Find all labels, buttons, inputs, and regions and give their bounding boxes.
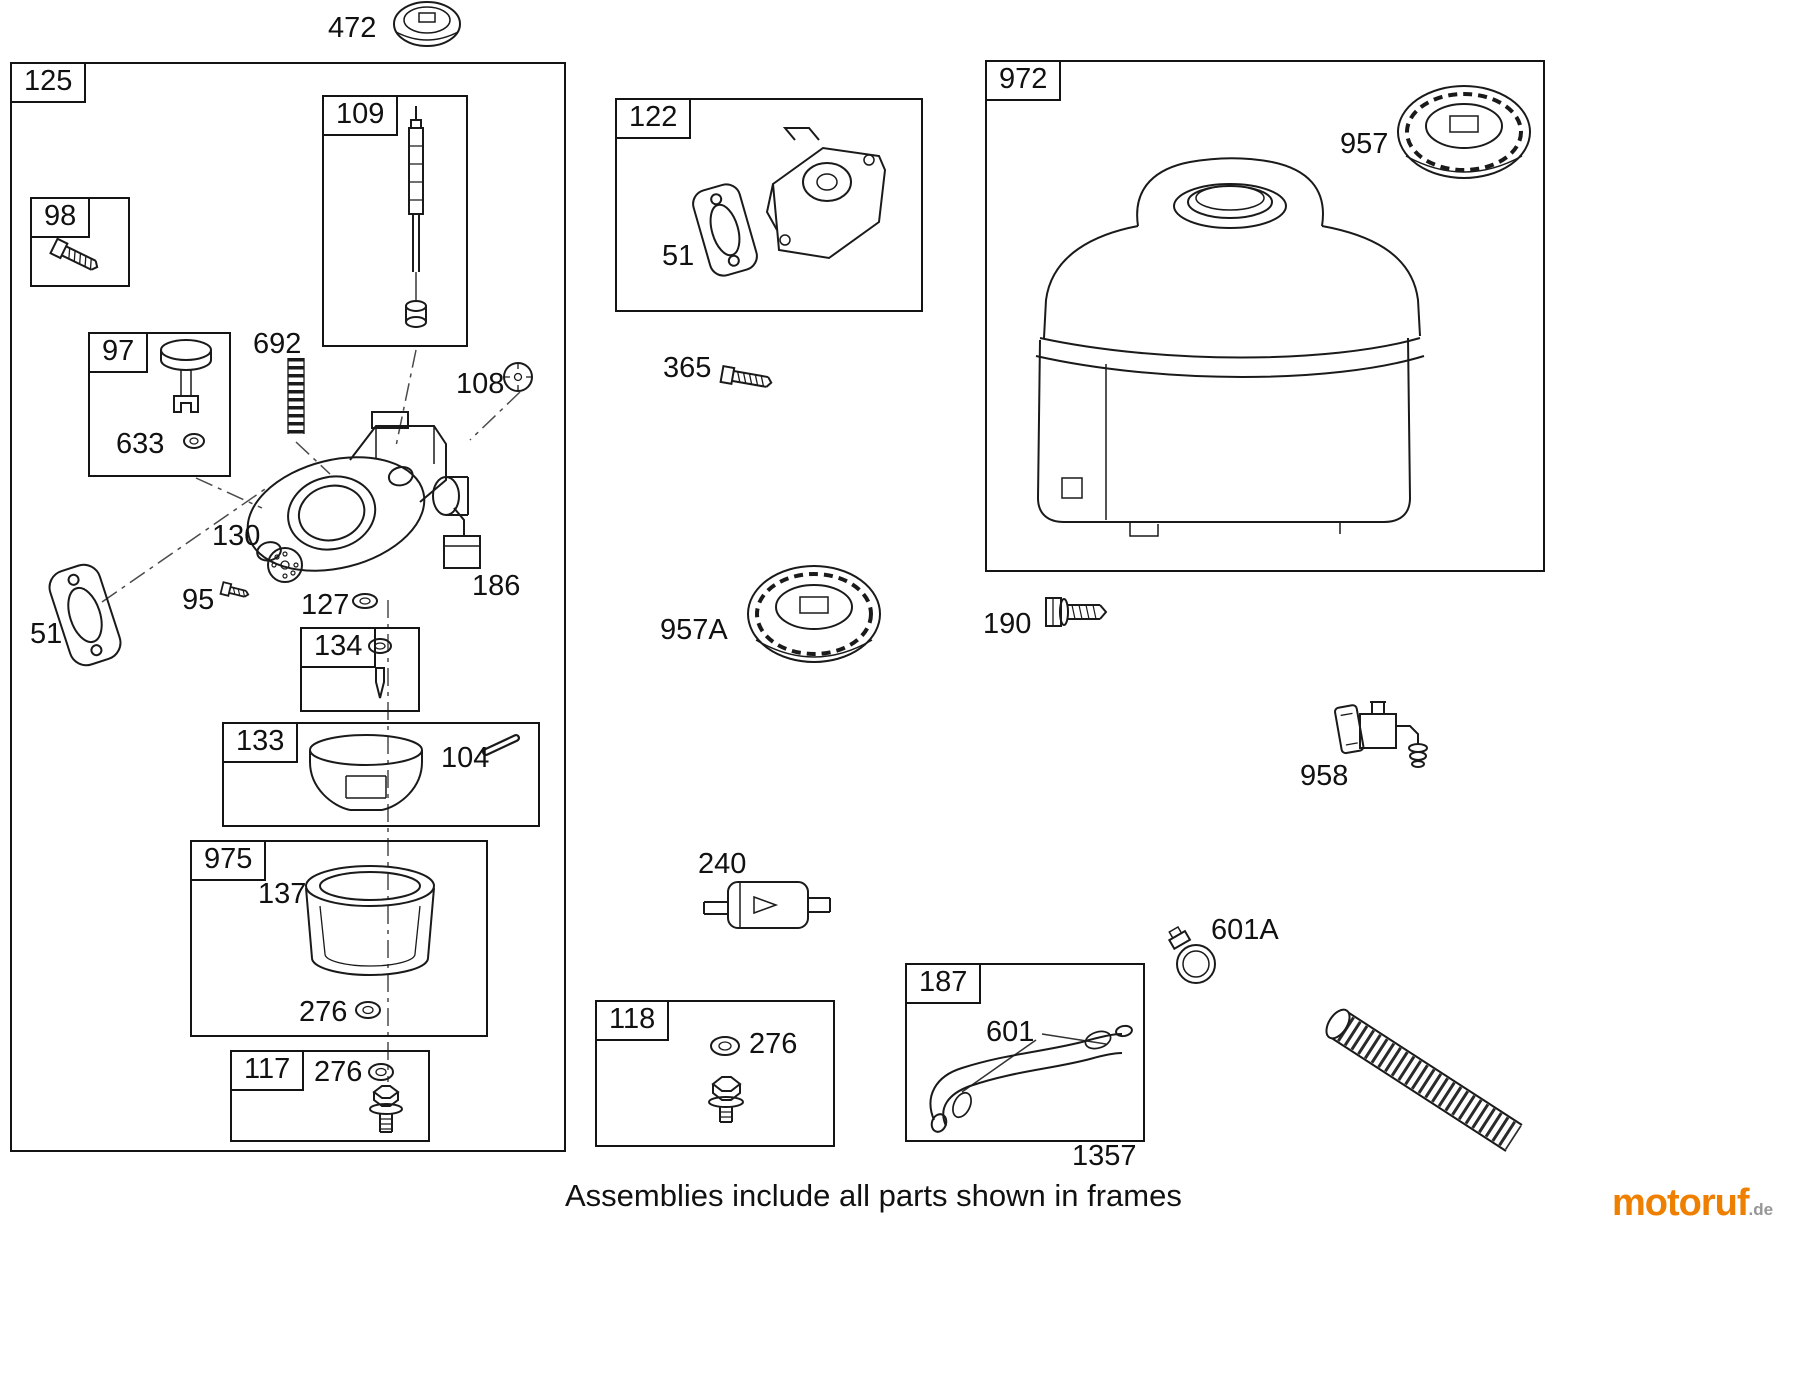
seal-633-drawing xyxy=(183,433,205,449)
part-number-958: 958 xyxy=(1300,760,1349,792)
frame-975: 975 xyxy=(190,840,488,1037)
fuel-valve-958-drawing xyxy=(1333,701,1428,768)
washer-276-bowl-drawing xyxy=(355,1001,381,1019)
frame-117-label: 117 xyxy=(230,1050,305,1092)
part-number-601A: 601A xyxy=(1211,914,1279,946)
pin-104-drawing xyxy=(482,734,520,756)
motoruf-logo: motoruf.de xyxy=(1612,1182,1773,1225)
frame-117: 117 xyxy=(230,1050,430,1142)
frame-975-label: 975 xyxy=(190,840,267,882)
seal-127-drawing xyxy=(352,593,378,609)
part-number-186: 186 xyxy=(472,570,521,602)
part-number-127: 127 xyxy=(301,589,350,621)
plug-bolt-118-drawing xyxy=(708,1076,744,1123)
part-number-190: 190 xyxy=(983,608,1032,640)
fuel-filter-240-drawing xyxy=(703,881,831,929)
float-133-drawing xyxy=(309,734,423,811)
disc-108-drawing xyxy=(503,362,533,392)
washer-276-screw-drawing xyxy=(368,1063,394,1081)
frame-118: 118 xyxy=(595,1000,835,1147)
part-number-130: 130 xyxy=(212,520,261,552)
frame-122-label: 122 xyxy=(615,98,692,140)
frame-109: 109 xyxy=(322,95,468,347)
carburetor-body-drawing xyxy=(246,411,481,572)
hose-clamp-601A-drawing xyxy=(1167,926,1216,984)
part-number-137: 137 xyxy=(258,878,307,910)
motoruf-logo-name: motoruf xyxy=(1612,1182,1750,1224)
part-number-51-carb: 51 xyxy=(30,618,63,650)
gasket-51-carb-drawing xyxy=(48,563,122,667)
frame-187-label: 187 xyxy=(905,963,982,1005)
frame-125-carburetor-assembly: 125 xyxy=(10,62,566,1152)
part-number-276-washer: 276 xyxy=(749,1028,798,1060)
bowl-bolt-117-drawing xyxy=(369,1085,403,1133)
screw-95-drawing xyxy=(219,581,250,598)
frame-972-fuel-tank: 972 xyxy=(985,60,1545,572)
needle-valve-134-drawing xyxy=(368,638,392,699)
part-number-240: 240 xyxy=(698,848,747,880)
disc-130-drawing xyxy=(267,547,303,583)
frame-187-fuel-hose: 187 xyxy=(905,963,1145,1142)
frame-972-label: 972 xyxy=(985,60,1062,102)
frame-122: 122 xyxy=(615,98,923,312)
frame-118-label: 118 xyxy=(595,1000,670,1042)
part-number-104: 104 xyxy=(441,742,490,774)
fuel-cap-957-drawing xyxy=(1397,85,1531,179)
frame-133: 133 xyxy=(222,722,540,827)
motoruf-logo-tld: .de xyxy=(1748,1200,1774,1219)
washer-276-118-drawing xyxy=(710,1036,740,1056)
threaded-rod-1357-drawing xyxy=(1325,1008,1523,1152)
fuel-cap-957A-drawing xyxy=(747,565,881,663)
screw-365-drawing xyxy=(719,364,773,388)
frame-98-label: 98 xyxy=(30,197,91,239)
part-number-472: 472 xyxy=(328,12,377,44)
part-number-1357: 1357 xyxy=(1072,1140,1137,1172)
frame-98: 98 xyxy=(30,197,130,287)
float-bowl-137-drawing xyxy=(305,865,435,976)
fuel-hose-601-drawing xyxy=(929,1024,1133,1133)
part-number-601: 601 xyxy=(986,1016,1035,1048)
intake-122-drawing xyxy=(692,127,887,277)
leader-lines-601 xyxy=(961,1033,1107,1093)
part-number-365: 365 xyxy=(663,352,712,384)
frame-109-label: 109 xyxy=(322,95,399,137)
frame-134-label: 134 xyxy=(300,627,377,669)
fuel-tank-972-drawing xyxy=(1035,157,1425,537)
part-number-633: 633 xyxy=(116,428,165,460)
throttle-shaft-109-drawing xyxy=(405,106,427,328)
bolt-190-drawing xyxy=(1045,597,1108,627)
frame-134: 134 xyxy=(300,627,420,712)
spring-692-drawing xyxy=(287,358,305,434)
fuel-cap-472-drawing xyxy=(393,1,461,47)
screw-98-drawing xyxy=(49,237,99,271)
part-number-276-screw: 276 xyxy=(314,1056,363,1088)
part-number-95: 95 xyxy=(182,584,215,616)
part-number-108: 108 xyxy=(456,368,505,400)
part-number-957A: 957A xyxy=(660,614,728,646)
part-number-957: 957 xyxy=(1340,128,1389,160)
assemblies-note: Assemblies include all parts shown in fr… xyxy=(565,1178,1182,1213)
choke-lever-97-drawing xyxy=(160,339,212,413)
frame-125-label: 125 xyxy=(10,62,87,104)
part-number-51-intake: 51 xyxy=(662,240,695,272)
part-number-692: 692 xyxy=(253,328,302,360)
part-number-276-bowl: 276 xyxy=(299,996,348,1028)
frame-133-label: 133 xyxy=(222,722,299,764)
frame-97-label: 97 xyxy=(88,332,149,374)
frame-97: 97 xyxy=(88,332,231,477)
